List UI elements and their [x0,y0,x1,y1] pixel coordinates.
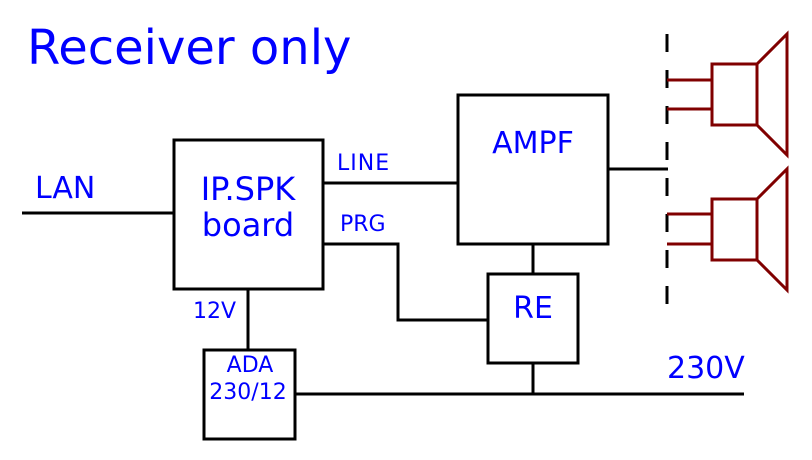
12v-label: 12V [193,299,236,324]
prg-wire [323,242,488,322]
re-block [486,272,580,365]
speaker-1-icon [667,30,789,159]
speaker-2-icon [667,165,789,294]
lan-label: LAN [35,171,95,206]
230v-label: 230V [667,351,745,386]
prg-label: PRG [340,212,386,237]
diagram-title: Receiver only [27,20,351,76]
line-label: LINE [337,151,390,176]
ada-block [202,348,297,441]
ampf-label: AMPF [492,126,574,161]
ipspk-label-line2: board [202,206,294,244]
ipspk-label-line1: IP.SPK [201,170,297,208]
ada-label-line2: 230/12 [209,380,286,405]
ada-label-line1: ADA [227,353,274,378]
re-label: RE [513,291,553,326]
ampf-block [456,93,610,246]
